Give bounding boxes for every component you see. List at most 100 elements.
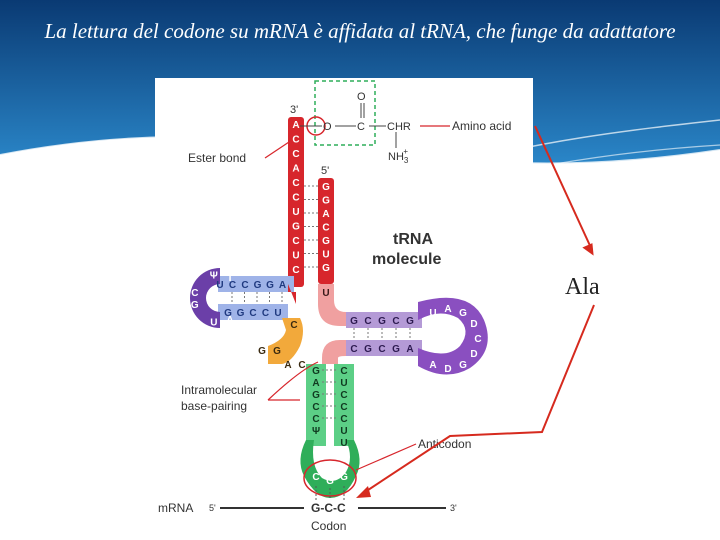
- base-acceptor3-10: C: [292, 265, 299, 276]
- intramolecular-label-line2: base-pairing: [181, 399, 247, 413]
- base-tloop-2: G: [459, 308, 467, 319]
- base-dloop-3: C: [191, 288, 198, 299]
- nh3-group: NH3+: [388, 147, 409, 165]
- base-tbot-2: C: [378, 344, 385, 355]
- amino-acid-box: [314, 80, 376, 146]
- amino-acid-group: O C O CHR NH3+ Amino acid: [300, 80, 511, 165]
- base-dloop-1: U: [210, 318, 217, 329]
- base-dtop-0: U: [216, 280, 223, 291]
- base-acceptor5-3: C: [322, 223, 329, 234]
- oxygen-o: O: [323, 121, 332, 133]
- slide-title: La lettura del codone su mRNA è affidata…: [44, 19, 676, 43]
- base-dbot-2: C: [249, 308, 256, 319]
- base-dloop-4: Ψ: [210, 270, 218, 281]
- base-var-0: C: [290, 320, 297, 331]
- base-acceptor3-4: C: [292, 178, 299, 189]
- base-var-3: A: [284, 360, 291, 371]
- base-acloop-2: G: [340, 472, 348, 483]
- base-ttop-0: G: [350, 316, 358, 327]
- base-dloop-5: T: [227, 273, 233, 284]
- base-acceptor3-7: G: [292, 222, 300, 233]
- base-acl-1: A: [312, 378, 319, 389]
- amino-acid-label: Amino acid: [452, 119, 511, 133]
- oxygen-double: O: [357, 91, 366, 103]
- base-acl-0: G: [312, 366, 320, 377]
- base-tloop-5: D: [470, 349, 477, 360]
- base-ttop-3: C: [392, 316, 399, 327]
- base-acceptor3-6: U: [292, 207, 299, 218]
- codon-label: Codon: [311, 519, 346, 533]
- base-ttop-2: G: [378, 316, 386, 327]
- acceptor-5-unpaired-base: U: [322, 288, 329, 299]
- base-tloop-3: D: [470, 319, 477, 330]
- base-tbot-1: G: [364, 344, 372, 355]
- intramolecular-label-line1: Intramolecular: [181, 383, 257, 397]
- base-acceptor5-6: G: [322, 263, 330, 274]
- base-acl-2: G: [312, 390, 320, 401]
- base-acceptor3-8: C: [292, 236, 299, 247]
- mrna-label: mRNA: [158, 501, 193, 515]
- base-tloop-0: U: [429, 308, 436, 319]
- base-acceptor3-5: C: [292, 193, 299, 204]
- base-acl-4: C: [312, 414, 319, 425]
- base-acl-3: C: [312, 402, 319, 413]
- trna-title-line2: molecule: [372, 251, 441, 268]
- base-acr-5: U: [340, 426, 347, 437]
- base-tloop-1: A: [444, 304, 451, 315]
- base-acceptor5-1: G: [322, 196, 330, 207]
- base-var-2: G: [258, 346, 266, 357]
- base-dbot-3: C: [262, 308, 269, 319]
- base-dloop-2: G: [191, 300, 199, 311]
- base-ttop-1: C: [364, 316, 371, 327]
- amino-acid-annotation: Ala: [565, 274, 600, 300]
- base-dtop-1: C: [229, 280, 236, 291]
- carbon-c: C: [357, 121, 365, 133]
- image-panel: [155, 78, 533, 538]
- mrna-5-prime: 5': [209, 503, 216, 513]
- base-var-4: C: [298, 360, 305, 371]
- base-tloop-4: C: [474, 334, 481, 345]
- base-acceptor3-3: A: [292, 164, 299, 175]
- base-var-1: G: [273, 346, 281, 357]
- base-acr-3: C: [340, 402, 347, 413]
- base-tloop-6: G: [459, 360, 467, 371]
- base-acloop-1: G: [326, 476, 334, 487]
- ester-bond-label: Ester bond: [188, 151, 246, 165]
- mrna-3-prime: 3': [450, 503, 457, 513]
- base-acceptor3-1: C: [292, 135, 299, 146]
- base-tbot-4: A: [406, 344, 413, 355]
- base-acr-4: C: [340, 414, 347, 425]
- trna-title-line1: tRNA: [393, 231, 433, 248]
- base-ttop-4: G: [406, 316, 414, 327]
- base-dbot-4: U: [274, 308, 281, 319]
- base-acceptor3-9: U: [292, 251, 299, 262]
- base-acr-1: U: [340, 378, 347, 389]
- base-tloop-8: A: [429, 360, 436, 371]
- base-dtop-4: G: [266, 280, 274, 291]
- base-tloop-7: D: [444, 364, 451, 375]
- base-dloop-0: A: [226, 315, 233, 326]
- base-dtop-5: A: [279, 280, 286, 291]
- codon-sequence: G-C-C: [311, 501, 346, 515]
- base-dtop-2: C: [241, 280, 248, 291]
- base-dbot-0: G: [224, 308, 232, 319]
- base-dbot-1: G: [237, 308, 245, 319]
- three-prime-label: 3': [290, 104, 298, 116]
- base-tbot-0: C: [350, 344, 357, 355]
